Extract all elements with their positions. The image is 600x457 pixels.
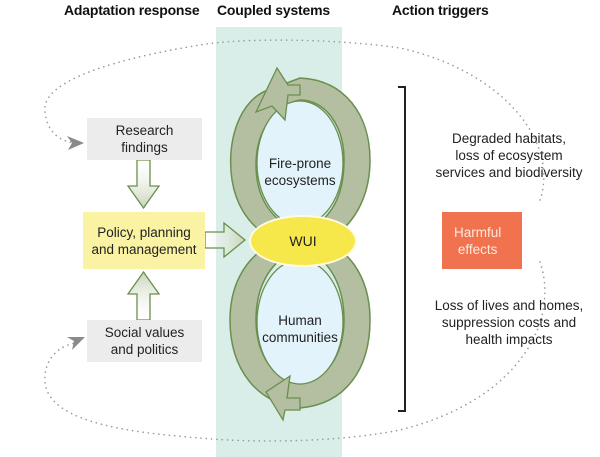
arrow-policy-to-wui <box>204 221 247 259</box>
header-action-triggers: Action triggers <box>392 2 489 18</box>
arrow-social-to-policy <box>126 270 161 321</box>
policy-planning-box: Policy, planning and management <box>83 212 205 269</box>
social-values-line2: and politics <box>110 342 179 357</box>
ecosystem-effects-line3: services and biodiversity <box>435 165 583 180</box>
fire-prone-ecosystems-label: Fire-prone ecosystems <box>262 155 338 189</box>
top-loop-ring <box>229 77 371 233</box>
top-loop-arrowhead <box>254 66 301 122</box>
ecosystem-effects-text: Degraded habitats, loss of ecosystem ser… <box>418 130 600 181</box>
triggers-bracket <box>398 86 406 412</box>
harmful-effects-box: Harmful effects <box>442 212 522 269</box>
arrowhead-to-social <box>67 337 85 350</box>
human-communities-label: Human communities <box>255 312 345 346</box>
ecosystem-effects-line1: Degraded habitats, <box>451 131 567 146</box>
harmful-line2: effects <box>457 241 498 257</box>
header-coupled-systems: Coupled systems <box>217 2 330 18</box>
wui-node: WUI <box>249 215 357 267</box>
arrow-research-to-policy <box>126 159 161 210</box>
policy-line2: and management <box>91 241 197 257</box>
policy-line1: Policy, planning <box>97 224 191 240</box>
harmful-effects-text: Harmful effects <box>454 224 501 258</box>
social-values-line1: Social values <box>104 325 185 340</box>
ecosystems-line1: Fire-prone <box>268 156 332 171</box>
research-findings-line2: findings <box>121 140 168 155</box>
human-effects-text: Loss of lives and homes, suppression cos… <box>415 297 600 348</box>
wui-label: WUI <box>289 233 317 249</box>
human-effects-line1: Loss of lives and homes, <box>434 298 584 313</box>
human-effects-line2: suppression costs and <box>441 315 577 330</box>
social-values-box: Social values and politics <box>87 320 202 362</box>
ecosystem-effects-line2: loss of ecosystem <box>455 148 563 163</box>
bottom-loop-arrowhead <box>265 374 301 422</box>
arrowhead-to-research <box>67 136 84 150</box>
research-findings-line1: Research <box>115 123 174 138</box>
communities-line2: communities <box>262 330 338 345</box>
harmful-line1: Harmful <box>454 224 502 240</box>
research-findings-box: Research findings <box>87 118 202 160</box>
communities-line1: Human <box>278 313 322 328</box>
human-effects-line3: health impacts <box>465 332 553 347</box>
ecosystems-line2: ecosystems <box>264 173 336 188</box>
feedback-loop-top-dotted <box>44 39 545 201</box>
header-adaptation-response: Adaptation response <box>64 2 200 18</box>
